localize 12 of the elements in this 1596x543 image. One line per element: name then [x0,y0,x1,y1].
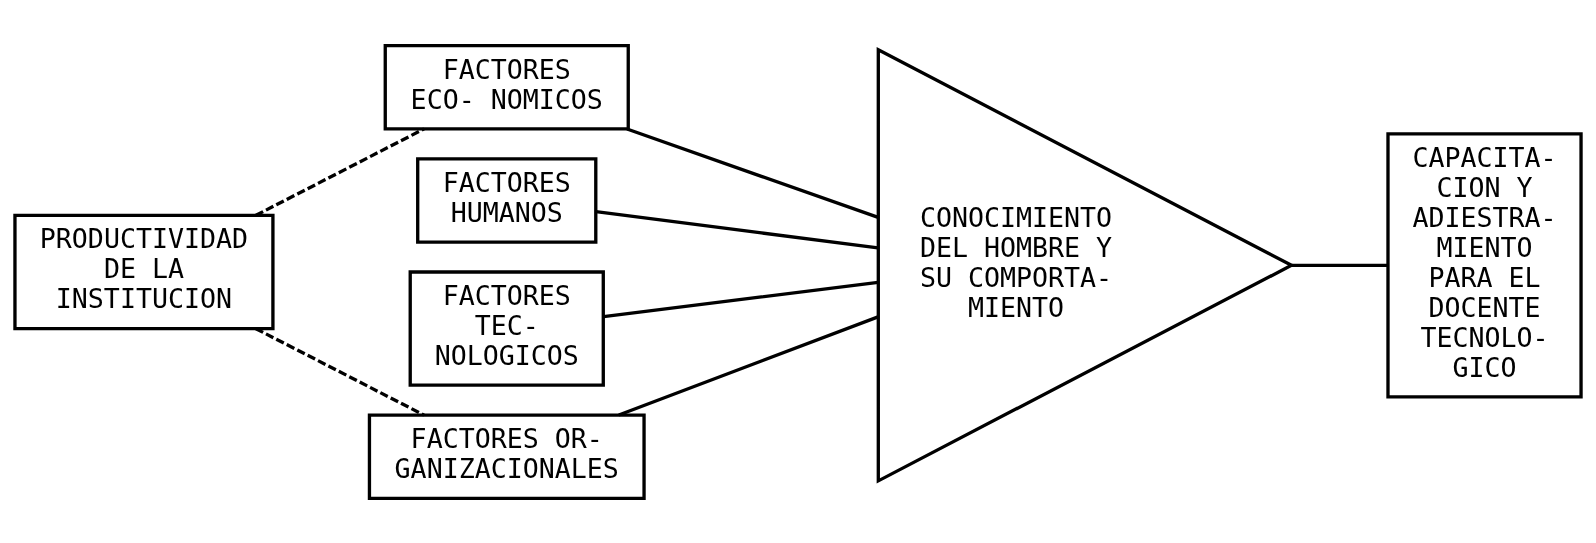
node-box: FACTORES TEC- NOLOGICOS [408,269,605,387]
node-box: FACTORES ECO- NOMICOS [383,43,630,131]
connector [603,280,879,318]
connector [618,314,879,416]
node-box: FACTORES HUMANOS [416,156,598,244]
node-box: CAPACITA- CION Y ADIESTRA- MIENTO PARA EL DOCENTE TECNOLO- GICO [1386,131,1583,398]
connector [1291,263,1388,267]
connector [626,126,879,219]
connector [595,209,879,249]
node-box: FACTORES OR- GANIZACIONALES [367,412,646,500]
connector [255,126,425,217]
node-box: PRODUCTIVIDAD DE LA INSTITUCION [13,213,275,330]
